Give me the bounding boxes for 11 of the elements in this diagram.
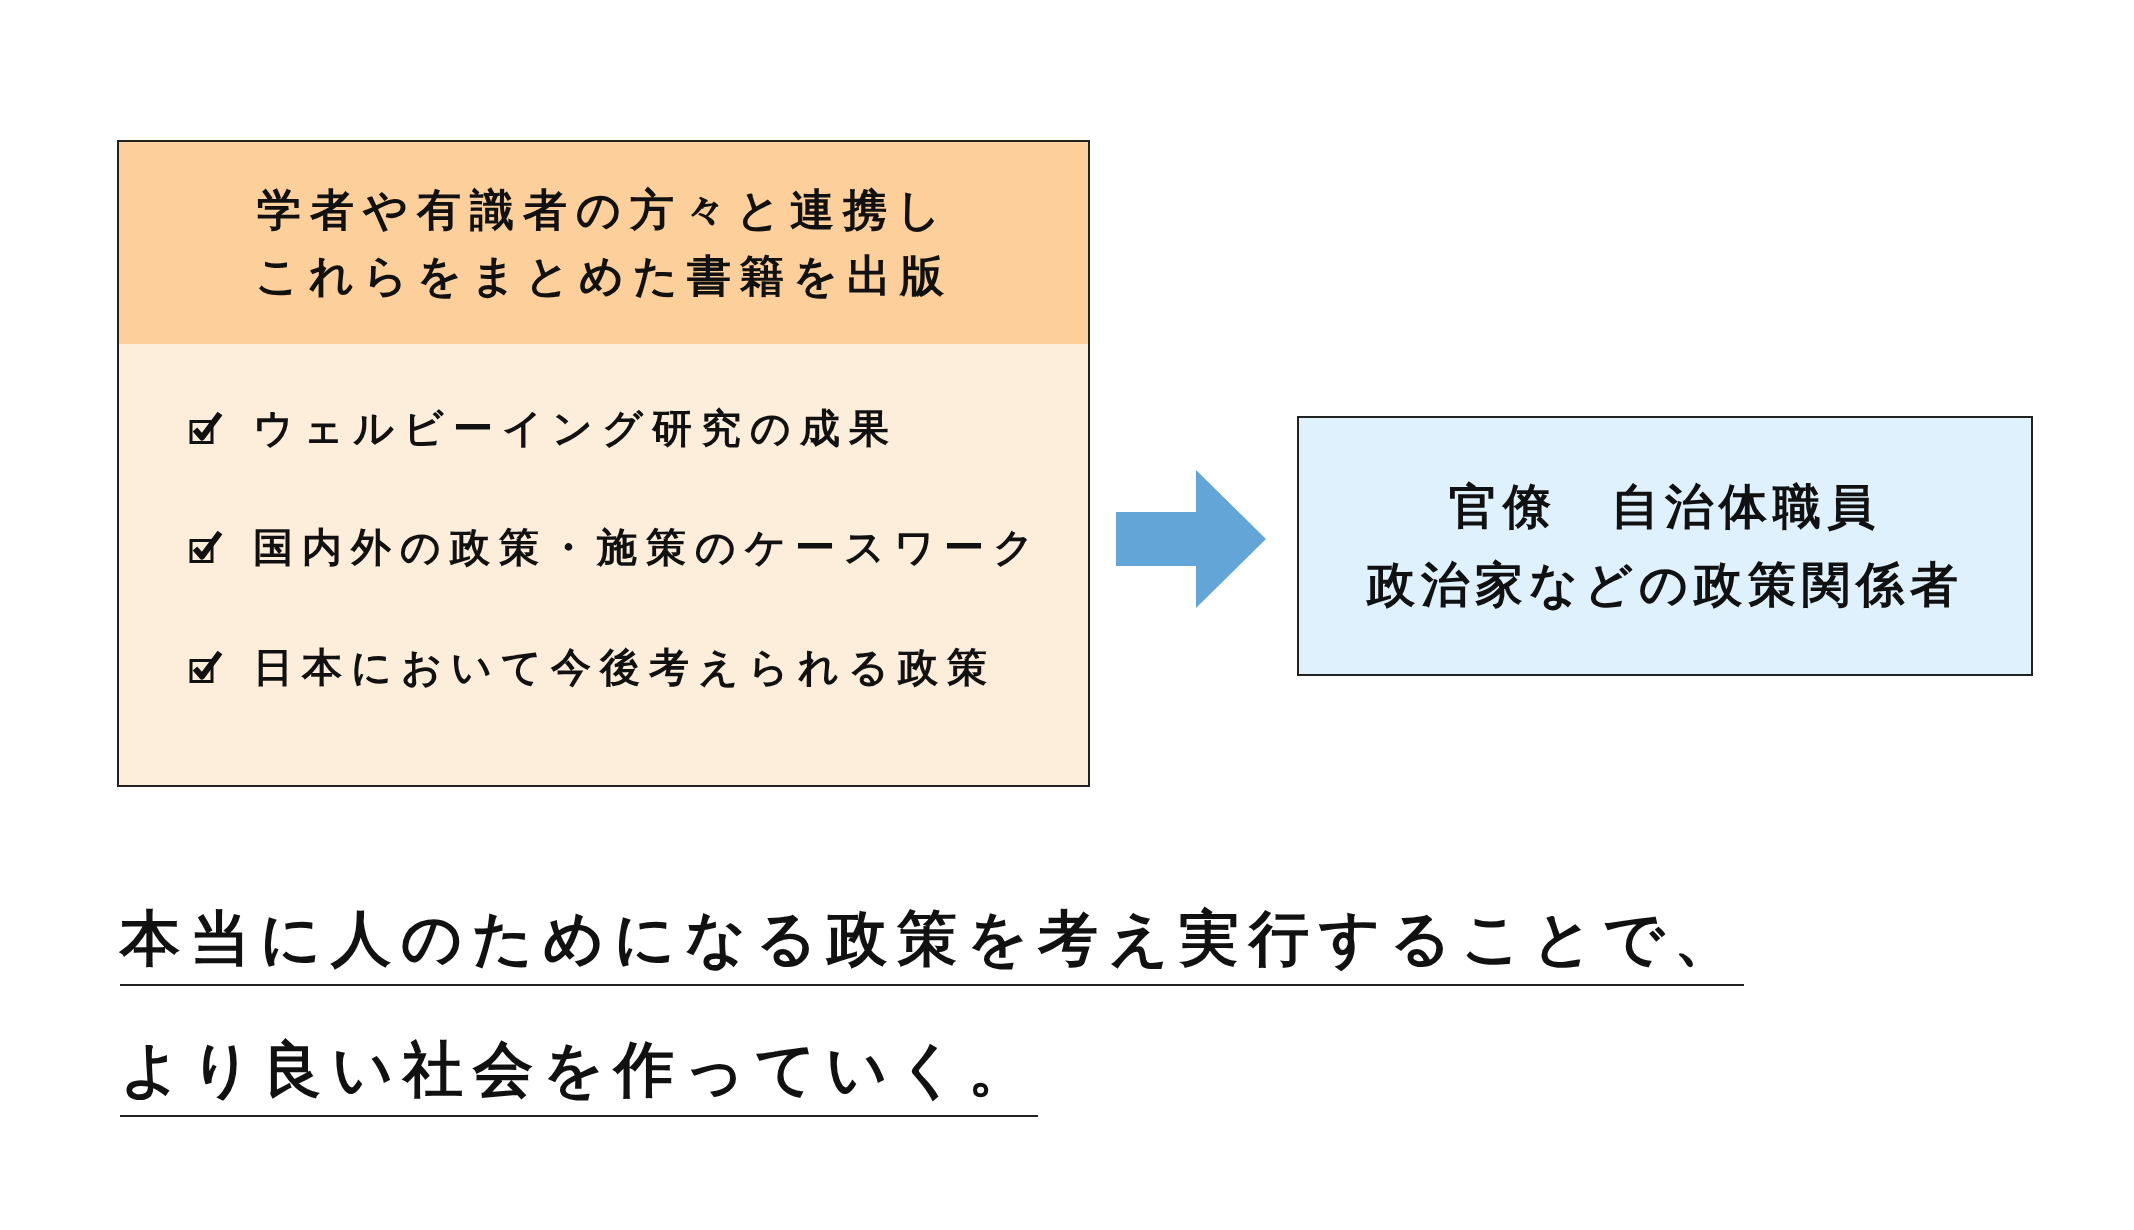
underlined-statement: より良い社会を作っていく。 (120, 1033, 1038, 1117)
header-text: 学者や有識者の方々と連携しこれらをまとめた書籍を出版 (253, 183, 954, 303)
target-box (1297, 416, 2033, 676)
content-panel (117, 140, 1090, 787)
box-text: 官僚 自治体職員 (1449, 477, 1881, 536)
block-arrow (1116, 470, 1266, 608)
checklist-item: ウェルビーイング研究の成果 (253, 403, 898, 453)
box-text: 政治家などの政策関係者 (1366, 555, 1964, 614)
underlined-statement: 本当に人のためになる政策を考え実行することで、 (120, 902, 1744, 986)
checklist-item: 日本において今後考えられる政策 (253, 642, 996, 692)
checklist-item: 国内外の政策・施策のケースワーク (253, 522, 1043, 572)
